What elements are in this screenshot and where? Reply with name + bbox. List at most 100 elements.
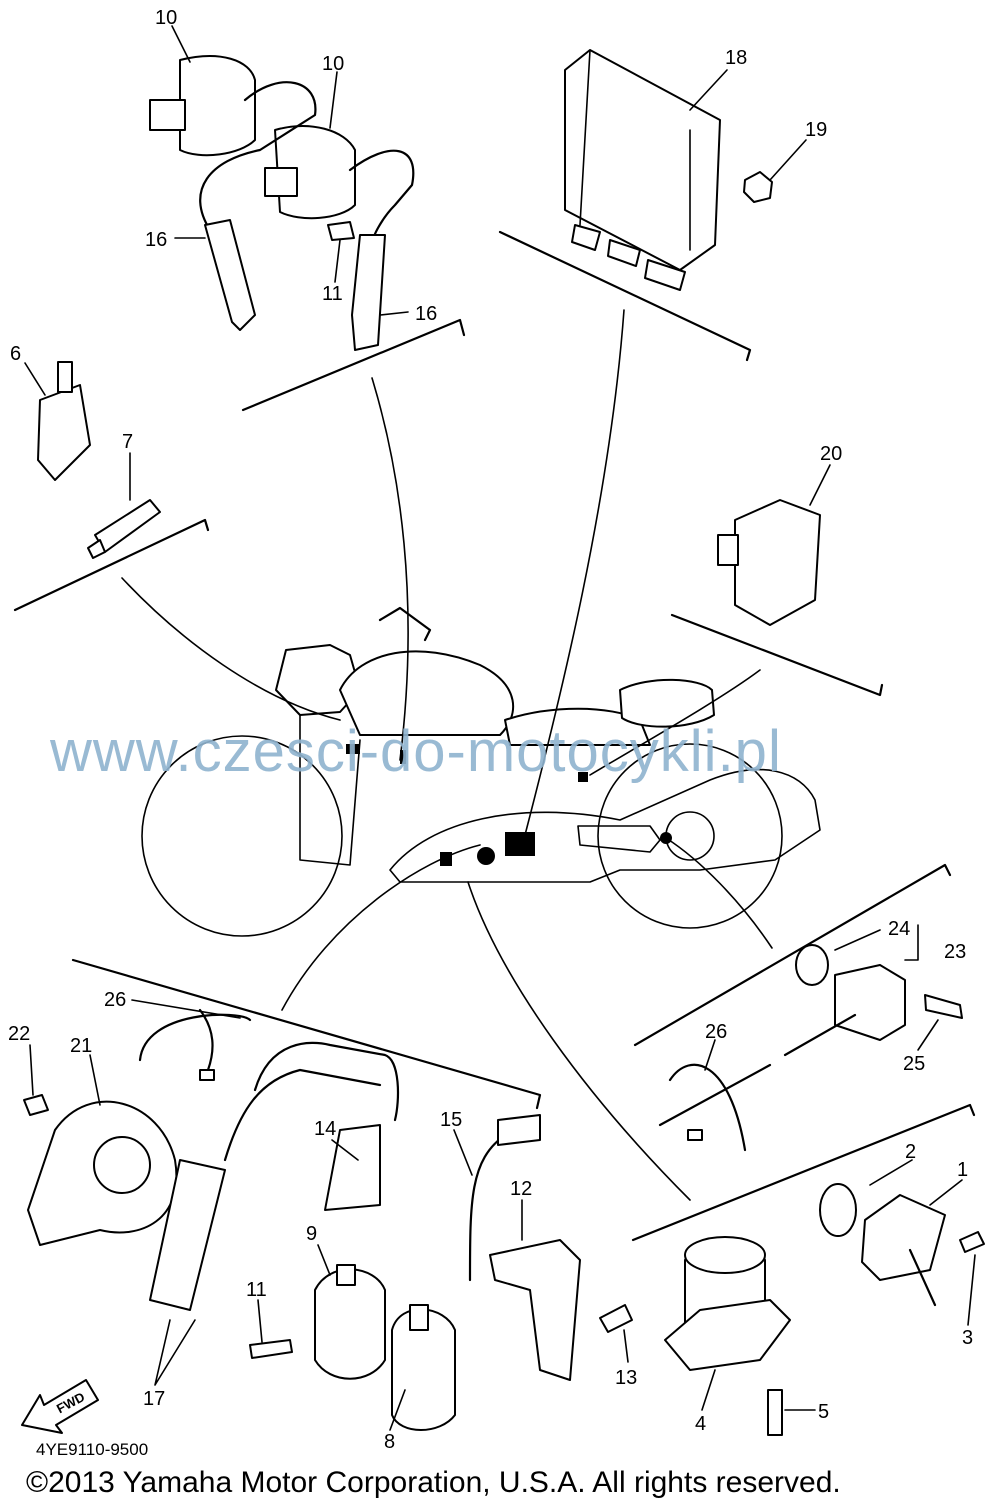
leader-11a (334, 239, 341, 283)
starter-bolt (767, 1389, 783, 1436)
leader-2 (869, 1159, 913, 1186)
callout-1: 1 (957, 1159, 968, 1181)
ecu-connectors (571, 224, 686, 291)
speed-sensor-group (658, 944, 963, 1152)
ecu-edges (579, 49, 691, 251)
callout-24: 24 (888, 918, 910, 940)
callout-12: 12 (510, 1178, 532, 1200)
horn-diaphragm (93, 1136, 151, 1194)
callout-9: 9 (306, 1223, 317, 1245)
callout-numbers: 10 10 16 16 11 18 19 6 7 20 24 23 25 26 … (8, 7, 973, 1453)
leader-26a (131, 999, 241, 1019)
speed-sensor-body (834, 964, 906, 1041)
temperature-sensor (94, 499, 161, 553)
callout-26a: 26 (104, 989, 126, 1011)
callout-4: 4 (695, 1413, 706, 1435)
plug-cap-1 (204, 219, 256, 331)
sensor-plug (687, 1129, 703, 1141)
neutral-switch-lead (908, 1248, 937, 1307)
handlebar (378, 606, 432, 642)
callout-13: 13 (615, 1367, 637, 1389)
bracket-relay (670, 613, 884, 697)
neutral-switch (861, 1194, 946, 1281)
lower-coil-1-terminal (336, 1264, 356, 1286)
leader-14 (331, 1139, 359, 1161)
callout-23: 23 (944, 941, 966, 963)
coil-2-lead (348, 149, 415, 237)
copyright-notice: ©2013 Yamaha Motor Corporation, U.S.A. A… (26, 1466, 841, 1499)
coil-wire-lead (468, 1133, 507, 1282)
starter-group (664, 1183, 985, 1436)
callout-25: 25 (903, 1053, 925, 1075)
callout-11a: 11 (322, 283, 343, 305)
plug-lead-1 (253, 1041, 400, 1122)
bracket-bolt (599, 1304, 633, 1333)
plug-lead-2 (223, 1068, 382, 1162)
leader-4 (701, 1369, 716, 1411)
coil-mount-bolt (249, 1339, 293, 1359)
relay-connector (717, 534, 739, 566)
callout-2: 2 (905, 1141, 916, 1163)
leader-15 (453, 1129, 473, 1176)
coil-1-lead (199, 81, 317, 232)
sensor-mark-2 (477, 847, 495, 865)
wire-mark-3 (578, 772, 588, 782)
bracket-speed-sensor (633, 863, 952, 1047)
coil-bracket (489, 1239, 581, 1381)
temperature-sensor-tip (87, 539, 106, 559)
callout-14: 14 (314, 1118, 336, 1140)
ignition-coil-lower-2 (391, 1308, 456, 1431)
leader-10b (329, 71, 338, 129)
leader-coils (371, 377, 409, 761)
leader-18 (689, 69, 728, 111)
starter-top (684, 1236, 766, 1274)
fwd-arrow: FWD (21, 1379, 99, 1434)
diagram-code: 4YE9110-9500 (36, 1440, 149, 1459)
thermo-switch (37, 384, 91, 481)
ignition-coil-1 (179, 55, 256, 157)
coil-wire-plug (497, 1114, 541, 1146)
callout-5: 5 (818, 1401, 829, 1423)
sensor-bolt (924, 994, 963, 1019)
lower-coil-group (149, 1041, 633, 1431)
starter-flange (664, 1299, 791, 1371)
relay-group (717, 499, 821, 626)
callout-16b: 16 (415, 303, 437, 325)
leader-3 (967, 1254, 976, 1326)
callout-20: 20 (820, 443, 842, 465)
callout-3: 3 (962, 1327, 973, 1349)
leader-8 (389, 1389, 406, 1431)
callout-10b: 10 (322, 53, 344, 75)
leader-1 (929, 1179, 963, 1206)
bracket-sensors (13, 518, 210, 612)
callout-10a: 10 (155, 7, 177, 29)
sensor-group (37, 361, 161, 559)
sensor-lead-loop (668, 1063, 747, 1152)
group-brackets (13, 230, 976, 1242)
leader-6 (24, 362, 46, 396)
leader-sensors (121, 577, 341, 721)
wire-mark-2 (400, 750, 406, 764)
leader-13 (623, 1329, 629, 1363)
rear-wheel (597, 743, 783, 929)
leader-21 (89, 1054, 101, 1106)
callout-6: 6 (10, 343, 21, 365)
callout-26b: 26 (705, 1021, 727, 1043)
leader-25 (917, 1019, 939, 1051)
leader-ecu (524, 309, 625, 836)
horn-group (23, 1008, 252, 1246)
horn-leads (138, 1008, 252, 1072)
coil-screw (327, 221, 355, 241)
leader-17 (154, 1319, 196, 1386)
plug-caps-lower (149, 1159, 226, 1311)
callout-7: 7 (122, 431, 133, 453)
gasket (819, 1183, 857, 1237)
callout-15: 15 (440, 1109, 462, 1131)
leader-10a (171, 25, 191, 63)
callout-21: 21 (70, 1035, 92, 1057)
horn-bolt (23, 1094, 49, 1116)
rear-hub (665, 811, 715, 861)
ecu-mark (505, 832, 535, 856)
